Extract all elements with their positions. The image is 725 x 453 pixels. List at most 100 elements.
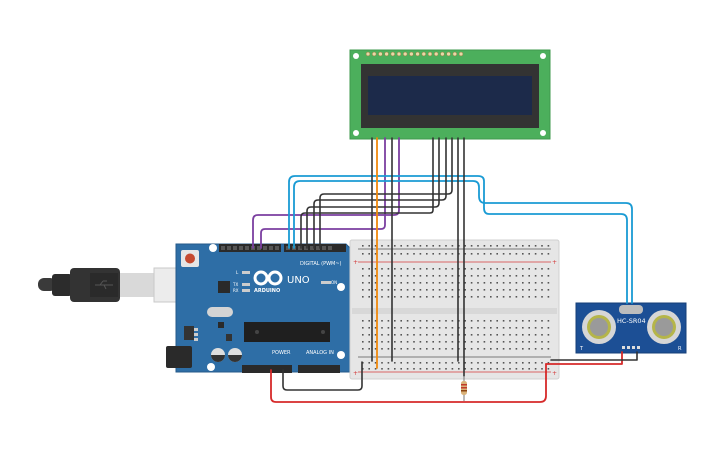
lcd-pin[interactable] (371, 51, 377, 57)
breadboard-hole[interactable] (394, 275, 396, 277)
breadboard-hole[interactable] (374, 348, 377, 350)
breadboard-hole[interactable] (387, 341, 390, 343)
breadboard-hole[interactable] (458, 362, 460, 364)
breadboard-hole[interactable] (496, 275, 498, 277)
breadboard-hole[interactable] (522, 368, 524, 370)
breadboard-hole[interactable] (451, 341, 454, 343)
breadboard-hole[interactable] (419, 245, 422, 247)
breadboard-hole[interactable] (470, 253, 473, 255)
breadboard-hole[interactable] (381, 282, 383, 284)
breadboard-hole[interactable] (387, 245, 390, 247)
breadboard-hole[interactable] (368, 253, 370, 255)
wire-arduino-gnd[interactable] (282, 361, 363, 391)
breadboard-hole[interactable] (400, 296, 402, 298)
breadboard-hole[interactable] (496, 268, 498, 270)
breadboard-hole[interactable] (362, 289, 364, 291)
breadboard-hole[interactable] (387, 268, 390, 270)
breadboard-hole[interactable] (547, 282, 550, 284)
breadboard-hole[interactable] (362, 296, 364, 298)
breadboard-hole[interactable] (400, 334, 402, 336)
breadboard-hole[interactable] (496, 282, 498, 284)
breadboard-hole[interactable] (432, 282, 434, 284)
breadboard-hole[interactable] (464, 282, 466, 284)
breadboard-hole[interactable] (541, 245, 543, 247)
breadboard-hole[interactable] (438, 320, 441, 322)
breadboard-hole[interactable] (387, 275, 390, 277)
breadboard-hole[interactable] (490, 320, 492, 322)
breadboard-hole[interactable] (451, 348, 454, 350)
breadboard-hole[interactable] (502, 327, 505, 329)
lcd-pin[interactable] (390, 51, 396, 57)
breadboard-hole[interactable] (502, 362, 505, 364)
breadboard-hole[interactable] (496, 368, 498, 370)
breadboard-hole[interactable] (438, 296, 441, 298)
breadboard-hole[interactable] (451, 334, 454, 336)
breadboard-hole[interactable] (477, 253, 479, 255)
breadboard-hole[interactable] (541, 296, 543, 298)
breadboard-hole[interactable] (541, 253, 543, 255)
breadboard-hole[interactable] (547, 327, 550, 329)
breadboard-hole[interactable] (368, 348, 370, 350)
breadboard-hole[interactable] (381, 289, 383, 291)
breadboard-hole[interactable] (394, 341, 396, 343)
breadboard-hole[interactable] (477, 282, 479, 284)
breadboard-hole[interactable] (406, 253, 409, 255)
breadboard-hole[interactable] (445, 253, 447, 255)
breadboard-hole[interactable] (547, 362, 550, 364)
lcd-pin[interactable] (446, 51, 451, 57)
breadboard-hole[interactable] (483, 268, 486, 270)
breadboard-hole[interactable] (547, 268, 550, 270)
breadboard-hole[interactable] (483, 245, 486, 247)
breadboard-hole[interactable] (528, 275, 530, 277)
breadboard-hole[interactable] (496, 341, 498, 343)
breadboard-hole[interactable] (502, 296, 505, 298)
breadboard-hole[interactable] (413, 348, 415, 350)
breadboard-hole[interactable] (394, 282, 396, 284)
breadboard-hole[interactable] (470, 282, 473, 284)
breadboard-hole[interactable] (534, 362, 537, 364)
breadboard-hole[interactable] (490, 268, 492, 270)
breadboard-hole[interactable] (470, 362, 473, 364)
breadboard-hole[interactable] (394, 368, 396, 370)
breadboard-hole[interactable] (445, 268, 447, 270)
breadboard-hole[interactable] (406, 268, 409, 270)
breadboard-hole[interactable] (451, 327, 454, 329)
breadboard-hole[interactable] (374, 253, 377, 255)
breadboard-hole[interactable] (464, 341, 466, 343)
breadboard-hole[interactable] (362, 275, 364, 277)
breadboard-hole[interactable] (387, 368, 390, 370)
breadboard-hole[interactable] (426, 348, 428, 350)
breadboard-hole[interactable] (477, 268, 479, 270)
breadboard-hole[interactable] (451, 368, 454, 370)
breadboard-hole[interactable] (432, 348, 434, 350)
breadboard-hole[interactable] (534, 289, 537, 291)
breadboard-hole[interactable] (451, 282, 454, 284)
breadboard-hole[interactable] (362, 334, 364, 336)
breadboard-hole[interactable] (515, 327, 518, 329)
breadboard-hole[interactable] (426, 320, 428, 322)
breadboard-hole[interactable] (432, 362, 434, 364)
breadboard-hole[interactable] (426, 245, 428, 247)
breadboard-hole[interactable] (509, 289, 511, 291)
lcd-pin[interactable] (402, 51, 408, 57)
breadboard-hole[interactable] (438, 368, 441, 370)
arduino-uno-board[interactable]: DIGITAL (PWM~) UNO ARDUINO L TX RX ON PO… (166, 243, 361, 373)
wire-lcd-d7[interactable] (319, 137, 453, 249)
breadboard-hole[interactable] (522, 253, 524, 255)
breadboard-hole[interactable] (368, 368, 370, 370)
breadboard-hole[interactable] (502, 320, 505, 322)
breadboard-hole[interactable] (490, 341, 492, 343)
breadboard-hole[interactable] (483, 327, 486, 329)
breadboard-hole[interactable] (541, 289, 543, 291)
breadboard-hole[interactable] (387, 334, 390, 336)
breadboard-hole[interactable] (381, 327, 383, 329)
breadboard-hole[interactable] (438, 348, 441, 350)
breadboard-hole[interactable] (502, 245, 505, 247)
wire-sensor-gnd[interactable] (550, 351, 638, 361)
breadboard-hole[interactable] (419, 341, 422, 343)
breadboard-hole[interactable] (381, 296, 383, 298)
lcd-pin[interactable] (365, 51, 371, 57)
breadboard-hole[interactable] (451, 362, 454, 364)
breadboard-hole[interactable] (458, 368, 460, 370)
breadboard-hole[interactable] (400, 368, 402, 370)
